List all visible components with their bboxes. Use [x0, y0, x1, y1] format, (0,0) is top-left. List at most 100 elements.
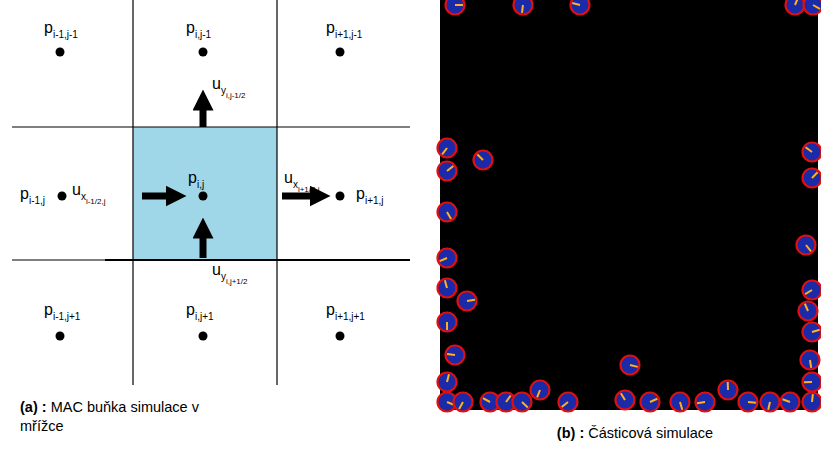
velocity-tick [783, 399, 790, 402]
caption-text: Částicová simulace [588, 425, 713, 441]
velocity-tick [562, 402, 568, 407]
particle [781, 393, 800, 412]
caption-text: MAC buňka simulace v mřížce [20, 399, 199, 434]
particle [438, 203, 457, 222]
symbol-label: x [293, 180, 298, 190]
particle [438, 139, 457, 158]
particle [474, 151, 493, 170]
symbol-label: u [212, 262, 221, 278]
caption-text: : [579, 425, 584, 441]
particle [446, 346, 465, 365]
velocity-tick [680, 402, 682, 410]
pressure-dots [56, 48, 345, 341]
grid-label: pi,j+1 [186, 302, 214, 318]
mac-cell [133, 127, 277, 260]
particle [438, 249, 457, 268]
particle [671, 393, 690, 412]
figure-caption: (a) : MAC buňka simulace v mřížce [20, 398, 235, 436]
velocity-tick [806, 245, 811, 251]
caption-text: (a) [20, 399, 38, 415]
grid-label: pi-1,j+1 [44, 302, 80, 318]
particle [513, 393, 532, 412]
grid-label: pi,j-1 [186, 20, 211, 36]
simulation-view [440, 0, 818, 410]
particle [438, 279, 457, 298]
grid-label: pi+1,j+1 [326, 302, 365, 318]
particle [803, 143, 821, 162]
symbol-label: i+1,j [365, 196, 384, 206]
grid-label: uxi-1/2,j [72, 182, 105, 198]
particle [438, 162, 457, 181]
symbol-label: i,j [197, 180, 204, 190]
symbol-label: i,j+1/2 [226, 278, 248, 286]
velocity-tick [522, 402, 528, 408]
symbol-label: i,j-1 [195, 30, 211, 40]
symbol-label: i+1/2,j [298, 186, 320, 194]
particles [438, 0, 821, 412]
velocity-tick [805, 304, 808, 311]
symbol-label: p [44, 20, 53, 36]
symbol-label: i,j-1/2 [226, 92, 246, 100]
particle [454, 393, 473, 412]
symbol-label: p [186, 20, 195, 36]
symbol-label: i+1,j+1 [335, 312, 365, 322]
velocity-tick [810, 360, 811, 368]
velocity-tick [630, 365, 638, 367]
particle [803, 393, 821, 412]
symbol-label: y [221, 272, 226, 282]
symbol-label: p [356, 186, 365, 202]
symbol-label: p [20, 186, 29, 202]
symbol-label: p [44, 302, 53, 318]
velocity-tick [442, 148, 447, 154]
particle [514, 0, 533, 15]
velocity-tick [811, 394, 814, 402]
grid-label: uyi,j-1/2 [212, 76, 245, 92]
velocity-tick [483, 398, 490, 402]
velocity-tick [768, 402, 770, 410]
velocity-arrows [142, 100, 320, 258]
caption-text: : [42, 399, 47, 415]
symbol-label: u [212, 76, 221, 92]
grid-label: pi+1,j-1 [326, 20, 362, 36]
velocity-tick [727, 382, 729, 390]
velocity-tick [812, 172, 818, 178]
particle [803, 323, 821, 342]
particle [458, 292, 477, 311]
velocity-tick [650, 399, 657, 402]
particle [803, 281, 821, 300]
velocity-tick [459, 402, 463, 409]
velocity-tick [813, 5, 820, 9]
grid-label: pi-1,j [20, 186, 45, 202]
particle [531, 381, 550, 400]
particle [621, 356, 640, 375]
velocity-tick [447, 353, 455, 356]
velocity-tick [446, 322, 448, 330]
velocity-tick [447, 374, 449, 382]
velocity-tick [805, 290, 812, 294]
velocity-tick [572, 3, 580, 5]
velocity-tick [748, 401, 756, 404]
symbol-label: x [81, 192, 86, 202]
particle [719, 381, 738, 400]
symbol-label: p [186, 302, 195, 318]
velocity-tick [447, 212, 451, 219]
velocity-tick [467, 300, 475, 301]
symbol-label: y [221, 86, 226, 96]
symbol-label: i-1,j [29, 196, 45, 206]
grid-label: pi,j [188, 170, 204, 186]
particle [804, 0, 821, 15]
velocity-tick [440, 258, 447, 261]
symbol-label: i,j+1 [195, 312, 214, 322]
particle [803, 169, 821, 188]
particle [641, 393, 660, 412]
symbol-label: p [188, 170, 197, 186]
velocity-tick [445, 280, 447, 288]
symbol-label: u [284, 170, 293, 186]
grid-lines [12, 0, 410, 385]
symbol-label: p [326, 302, 335, 318]
particle [446, 0, 465, 15]
velocity-tick [455, 4, 463, 6]
symbol-label: i-1/2,j [86, 198, 106, 206]
velocity-tick [506, 396, 511, 402]
grid-label: pi-1,j-1 [44, 20, 78, 36]
